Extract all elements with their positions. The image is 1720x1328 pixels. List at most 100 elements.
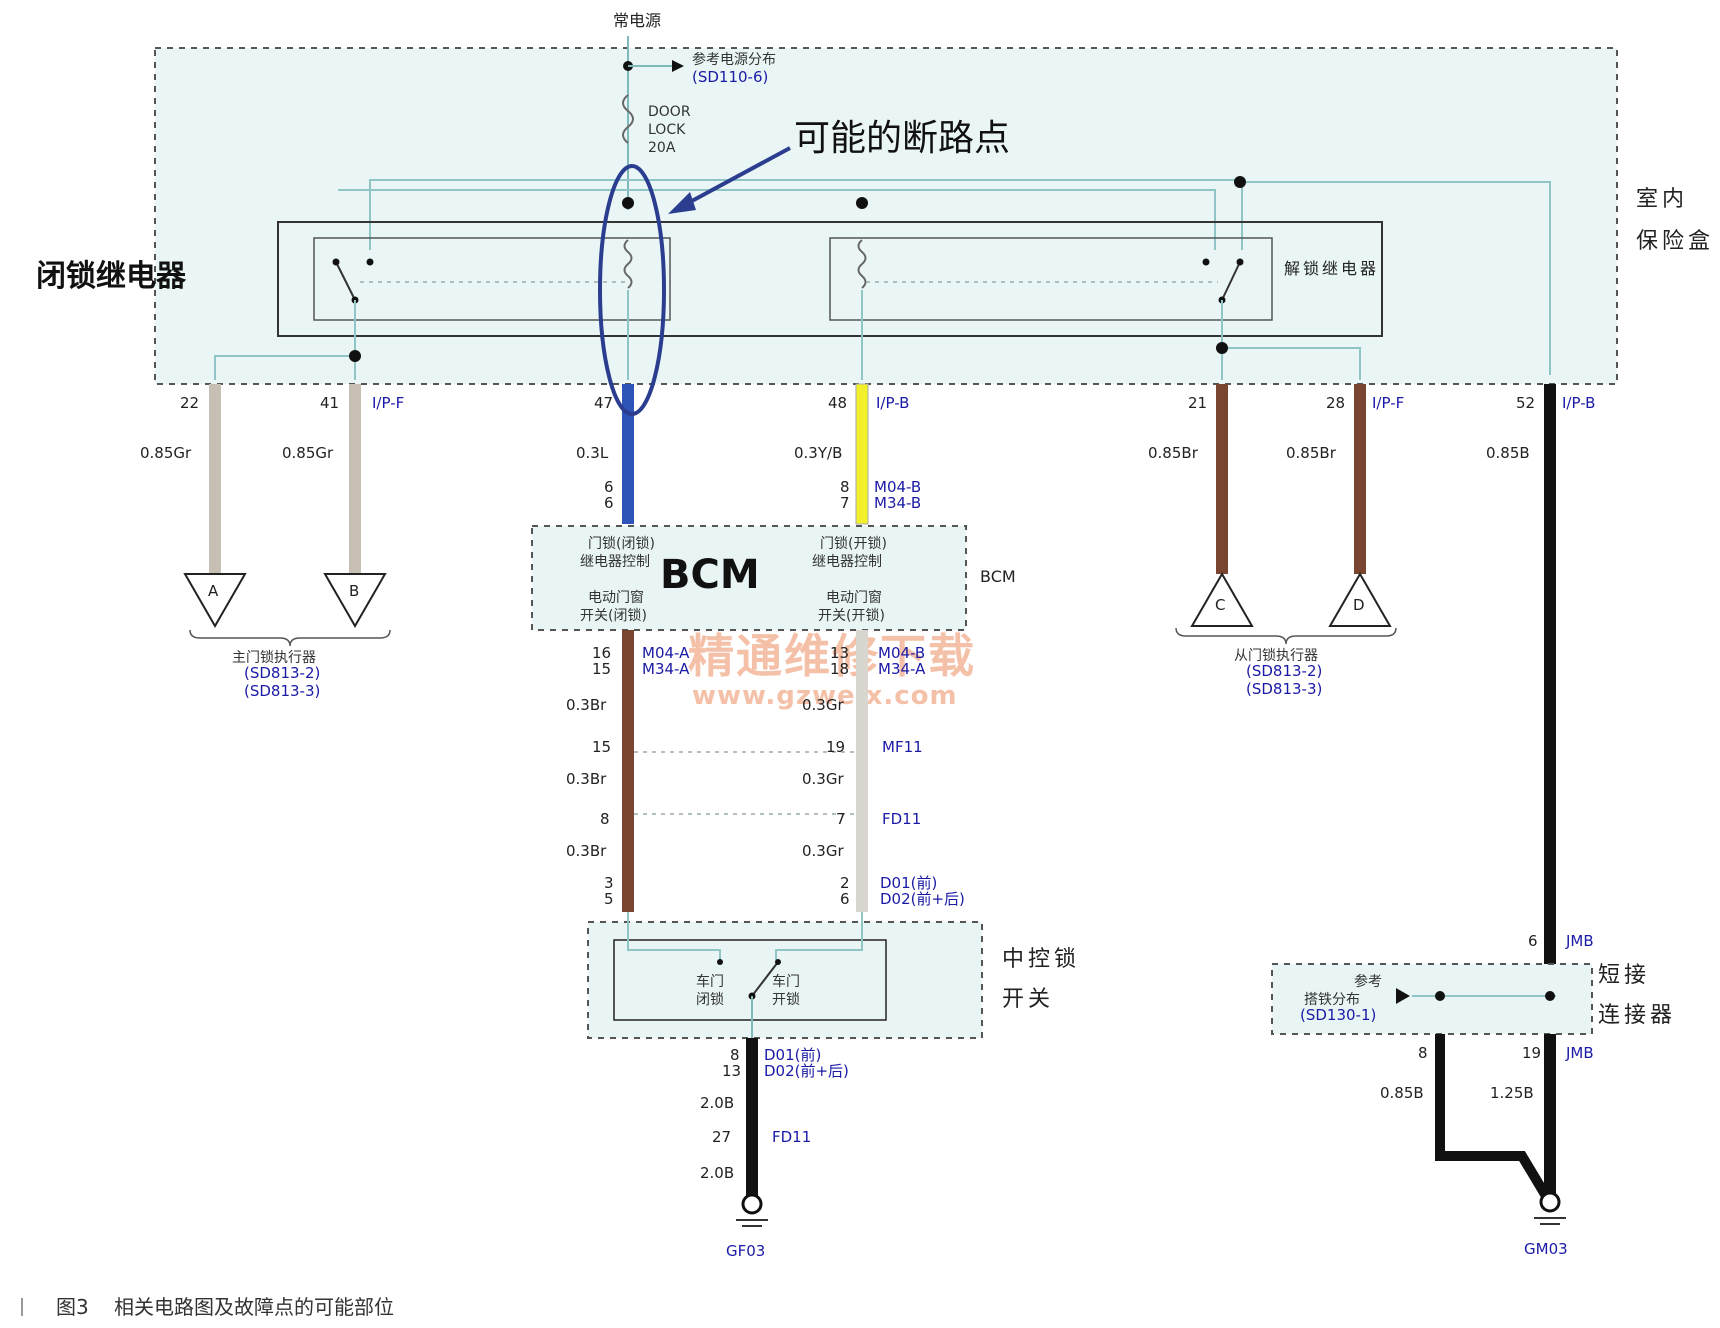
actuator-slave-title: 从门锁执行器 xyxy=(1234,648,1318,664)
break-point-label: 可能的断路点 xyxy=(794,118,1010,159)
fuse-line1: DOOR xyxy=(648,104,691,120)
pin-22: 22 xyxy=(180,394,199,412)
lock-relay-box xyxy=(313,237,671,321)
bcm-left-top-2: 继电器控制 xyxy=(580,554,650,570)
switch-out-pin-27: 27 xyxy=(712,1128,731,1146)
bcm-box xyxy=(531,525,967,631)
gauge-28: 0.85Br xyxy=(1286,444,1337,462)
jmb-label-line1: 短接 xyxy=(1598,963,1650,988)
wire-bcm-right-out xyxy=(856,630,868,912)
lock-relay-label: 闭锁继电器 xyxy=(36,259,187,294)
switch-inner-box xyxy=(613,939,887,1021)
actuator-b-label: B xyxy=(349,582,359,600)
unlock-relay-box xyxy=(829,237,1273,321)
wire-41 xyxy=(349,384,361,574)
bus-line-upper xyxy=(369,179,1243,250)
switch-in-right-pin-1: 2 xyxy=(840,874,850,892)
bcm-side-label: BCM xyxy=(980,567,1016,586)
actuator-main-brace xyxy=(189,629,391,647)
switch-contact-lock xyxy=(717,959,723,965)
mid-right-gauge-1: 0.3Gr xyxy=(802,696,844,714)
ground-gf03-terminal xyxy=(741,1193,763,1215)
switch-unlock-line1: 车门 xyxy=(772,973,800,990)
lock-relay-pin-b xyxy=(366,258,374,266)
pin-47: 47 xyxy=(594,394,613,412)
actuator-a-label: A xyxy=(208,582,219,600)
unlock-relay-out-b xyxy=(1222,347,1361,380)
switch-out-conn-fd11: FD11 xyxy=(772,1128,811,1146)
switch-wire-right xyxy=(775,912,863,960)
pin-41: 41 xyxy=(320,394,339,412)
switch-lever xyxy=(751,961,779,997)
switch-out-conn-1: D01(前) xyxy=(764,1046,821,1064)
node-lock-out xyxy=(349,350,361,362)
actuator-main-title: 主门锁执行器 xyxy=(232,650,316,666)
jmb-ref-line3: (SD130-1) xyxy=(1300,1006,1376,1024)
jmb-conn-right: JMB xyxy=(1565,1044,1594,1062)
bcm-in-pin-b2: 7 xyxy=(840,494,850,512)
bcm-right-top-2: 继电器控制 xyxy=(812,554,882,570)
mid-left-gauge-1: 0.3Br xyxy=(566,696,607,714)
actuator-slave-ref-2: (SD813-3) xyxy=(1246,680,1322,698)
bcm-out-left-conn-1: M04-A xyxy=(642,644,690,662)
wire-bcm-left-out xyxy=(622,630,634,912)
actuator-main-ref-1: (SD813-2) xyxy=(244,664,320,682)
jmb-pin-right: 19 xyxy=(1522,1044,1541,1062)
mid-right-pin-7: 7 xyxy=(836,810,846,828)
mid-left-pin-15: 15 xyxy=(592,738,611,756)
relay-frame xyxy=(277,221,1383,337)
actuator-d-label: D xyxy=(1353,596,1365,614)
pin-48: 48 xyxy=(828,394,847,412)
wire-switch-ground xyxy=(746,1038,758,1196)
conn-41: I/P-F xyxy=(372,394,404,412)
jmb-gauge-right: 1.25B xyxy=(1490,1084,1534,1102)
jmb-node-right xyxy=(1545,991,1555,1001)
break-point-ellipse xyxy=(598,164,666,416)
mid-right-gauge-2: 0.3Gr xyxy=(802,770,844,788)
pin-21: 21 xyxy=(1188,394,1207,412)
wire-22 xyxy=(209,384,221,574)
lock-relay-coil xyxy=(623,239,633,289)
watermark-line2: www.gzweix.com xyxy=(692,681,958,711)
conn-52: I/P-B xyxy=(1562,394,1595,412)
switch-lock-line1: 车门 xyxy=(696,973,724,990)
bcm-in-conn-b1: M04-B xyxy=(874,478,921,496)
gauge-48: 0.3Y/B xyxy=(794,444,842,462)
jmb-label-line2: 连接器 xyxy=(1598,1003,1676,1028)
lock-relay-contact xyxy=(335,261,356,301)
bcm-out-left-pin-1: 16 xyxy=(592,644,611,662)
break-point-arrow-line xyxy=(689,146,791,204)
switch-outer-box xyxy=(587,921,983,1039)
pin-28: 28 xyxy=(1326,394,1345,412)
bcm-right-bottom-2: 开关(开锁) xyxy=(818,608,885,624)
bcm-out-right-pin-1: 13 xyxy=(830,644,849,662)
jmb-pin-top: 6 xyxy=(1528,932,1538,950)
fuse-line2: LOCK xyxy=(648,122,686,138)
bcm-left-top-1: 门锁(闭锁) xyxy=(588,536,655,552)
gauge-47: 0.3L xyxy=(576,444,609,462)
jmb-ref-arrow xyxy=(1396,988,1410,1004)
unlock-relay-coil xyxy=(857,239,867,289)
caption-fig: 图3 xyxy=(56,1295,89,1319)
bcm-in-conn-b2: M34-B xyxy=(874,494,921,512)
bcm-right-top-1: 门锁(开锁) xyxy=(820,536,887,552)
lock-relay-out-a xyxy=(214,300,356,380)
bcm-out-left-conn-2: M34-A xyxy=(642,660,690,678)
gauge-41: 0.85Gr xyxy=(282,444,334,462)
jmb-ref-line1: 参考 xyxy=(1354,973,1382,990)
bcm-out-right-conn-1: M04-B xyxy=(878,644,925,662)
power-ref-code: (SD110-6) xyxy=(692,68,768,86)
mid-left-gauge-2: 0.3Br xyxy=(566,770,607,788)
bcm-out-right-conn-2: M34-A xyxy=(878,660,926,678)
switch-label-line2: 开关 xyxy=(1002,987,1054,1012)
switch-out-pin-1: 8 xyxy=(730,1046,740,1064)
jmb-pin-left: 8 xyxy=(1418,1044,1428,1062)
node-lock-relay-feed xyxy=(622,197,634,209)
fuse-box-label-line1: 室内 xyxy=(1636,187,1688,212)
mid-right-pin-19: 19 xyxy=(826,738,845,756)
unlock-relay-pin-a xyxy=(1202,258,1210,266)
power-ref-arrow xyxy=(672,60,684,72)
bus-line-right xyxy=(1240,181,1551,375)
bcm-title: BCM xyxy=(660,552,760,598)
bcm-left-bottom-1: 电动门窗 xyxy=(588,589,644,606)
